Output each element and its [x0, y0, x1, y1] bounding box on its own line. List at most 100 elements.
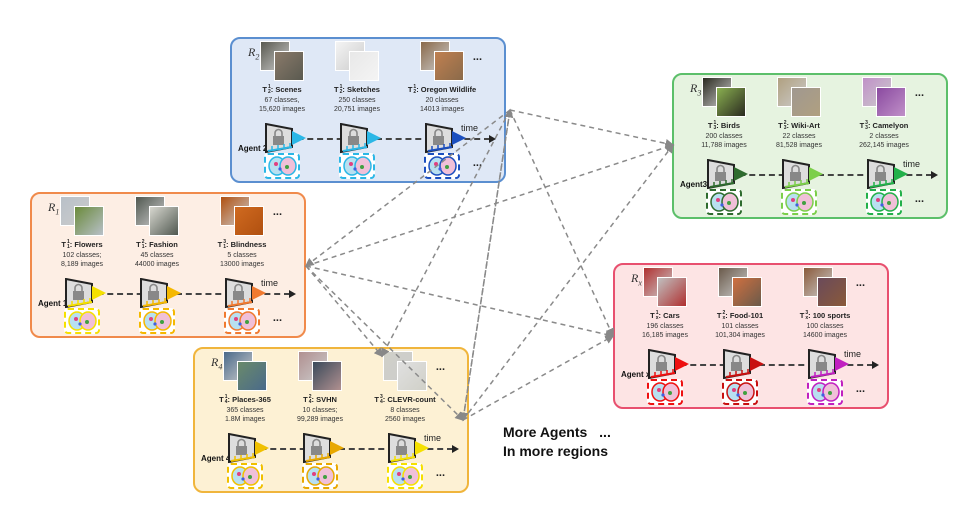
task-name: Cars: [663, 311, 680, 320]
agent-index: 4: [224, 399, 228, 406]
frozen-backbone-block: [647, 348, 691, 380]
frozen-backbone-block: [264, 122, 308, 154]
frozen-backbone-block: [424, 122, 468, 154]
lock-encoder-icon: [808, 348, 849, 380]
more-agents-text: More Agents: [503, 424, 588, 440]
feature-cluster-plot: [264, 153, 300, 179]
task-letter: T: [650, 311, 655, 320]
link-r2-r3: [509, 109, 675, 148]
ellipsis: ...: [272, 206, 282, 218]
task-classes: 101 classes: [721, 323, 759, 330]
task-index: 2: [141, 239, 145, 246]
dataset-image-front: [434, 51, 464, 81]
task-images: 16,185 images: [642, 332, 688, 339]
feature-cluster-plot: [807, 379, 843, 405]
region-index: 3: [697, 88, 702, 98]
task-letter: T: [716, 311, 722, 320]
frozen-backbone-block: [722, 348, 766, 380]
region-index: 2: [255, 52, 260, 62]
colon: :: [808, 311, 813, 320]
region-letter: R: [211, 355, 219, 369]
task-images: 101,304 images: [715, 332, 765, 339]
lock-encoder-icon: [340, 122, 381, 154]
task-letter: T: [799, 311, 805, 320]
link-r4-rx: [462, 335, 615, 421]
task-letter: T: [217, 240, 223, 249]
lock-encoder-icon: [388, 432, 429, 464]
lock-encoder-icon: [867, 158, 908, 190]
task-images: 20,751 images: [334, 106, 380, 113]
task-name: Fashion: [149, 240, 178, 249]
agent-index: 3: [783, 125, 787, 132]
task-classes: 5 classes: [227, 252, 257, 259]
task-letter: T: [61, 240, 66, 249]
more-regions-text: In more regions: [503, 443, 609, 459]
task-name: CLEVR-count: [387, 395, 436, 404]
region-index: 1: [55, 207, 60, 217]
region-label: R2: [248, 45, 259, 61]
lock-encoder-icon: [707, 158, 748, 190]
task-letter: T: [407, 85, 413, 94]
feature-cluster-plot: [64, 308, 100, 334]
task-index: 2: [722, 310, 726, 317]
task-letter: T: [778, 121, 783, 130]
lock-encoder-icon: [303, 432, 344, 464]
region-letter: R: [248, 45, 256, 59]
frozen-backbone-block: [866, 158, 910, 190]
colon: :: [725, 311, 730, 320]
task-index: 3: [223, 239, 226, 246]
lock-encoder-icon: [782, 158, 823, 190]
agent-label: Agent 2: [238, 144, 268, 153]
ellipsis: ...: [472, 157, 482, 169]
link-r1-rx: [305, 265, 615, 339]
feature-cluster-plot: [866, 189, 902, 215]
task-images: 262,145 images: [859, 142, 909, 149]
cluster-ellipse-icon: [143, 311, 172, 331]
ellipsis: ...: [472, 51, 482, 63]
agent-index: 2: [339, 89, 343, 96]
task-classes: 20 classes: [425, 97, 459, 104]
task-index: 1: [66, 239, 70, 246]
ellipsis: ...: [272, 312, 282, 324]
task-classes: 102 classes;: [62, 252, 102, 259]
colon: :: [416, 85, 421, 94]
time-label: time: [423, 433, 441, 443]
time-label: time: [902, 159, 920, 169]
task-classes: 8 classes: [390, 407, 420, 414]
task-letter: T: [859, 121, 865, 130]
agent-index: 3: [713, 125, 717, 132]
task-name: Places-365: [232, 395, 271, 404]
agent-index: 2: [267, 89, 271, 96]
task-classes: 45 classes: [140, 252, 174, 259]
task-classes: 22 classes: [782, 133, 816, 140]
cluster-ellipse-icon: [231, 466, 260, 486]
task-classes: 100 classes: [806, 323, 844, 330]
agent-index: x: [722, 315, 726, 322]
feature-cluster-plot: [227, 463, 263, 489]
task-name: Flowers: [74, 240, 103, 249]
colon: :: [69, 240, 75, 249]
task-name: 100 sports: [812, 311, 851, 320]
lock-encoder-icon: [225, 277, 266, 309]
task-images: 14600 images: [803, 332, 847, 339]
region-letter: R: [690, 81, 698, 95]
cluster-ellipse-icon: [68, 311, 97, 331]
task-images: 99,289 images: [297, 416, 343, 423]
cluster-ellipse-icon: [710, 192, 739, 212]
dataset-image-front: [817, 277, 847, 307]
task-images: 13000 images: [220, 261, 264, 268]
